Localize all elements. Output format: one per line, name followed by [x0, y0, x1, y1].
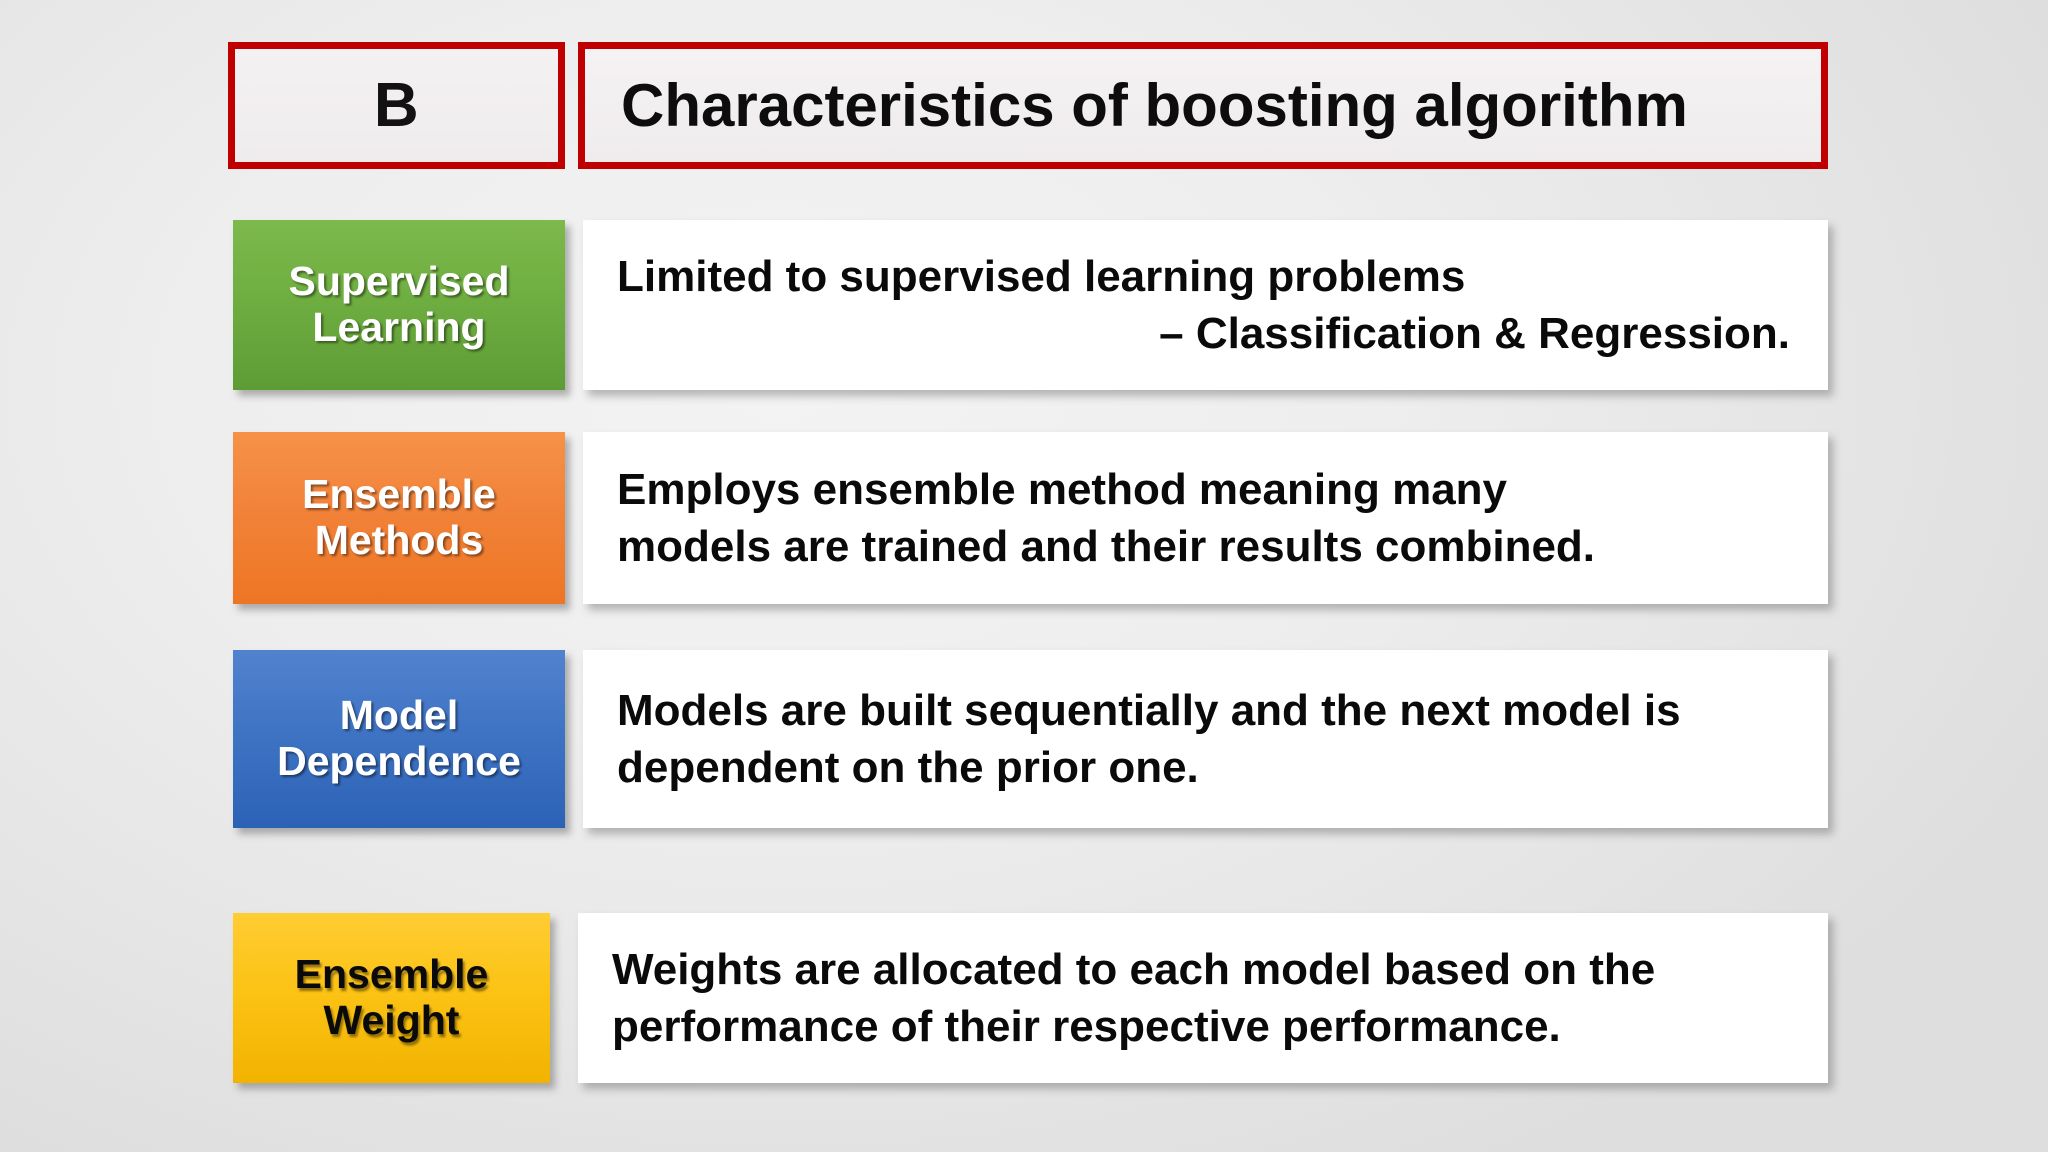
characteristic-description-model-dependence: Models are built sequentially and the ne…: [583, 650, 1828, 828]
label-line: Ensemble: [294, 951, 489, 998]
label-line: Dependence: [277, 738, 521, 784]
label-line: Weight: [323, 997, 460, 1043]
characteristic-label-ensemble-methods: Ensemble Methods: [233, 432, 565, 604]
section-letter: B: [373, 70, 420, 140]
description-line: dependent on the prior one.: [617, 743, 1199, 792]
characteristic-description-supervised-learning: Limited to supervised learning problems …: [583, 220, 1828, 390]
description-line: Limited to supervised learning problems: [617, 251, 1466, 301]
page-title: Characteristics of boosting algorithm: [621, 72, 1688, 139]
description-line: performance of their respective performa…: [612, 1002, 1561, 1051]
slide-title-box: Characteristics of boosting algorithm: [578, 42, 1828, 169]
label-line: Supervised: [288, 258, 510, 305]
characteristic-label-model-dependence: Model Dependence: [233, 650, 565, 828]
description-line: Employs ensemble method meaning many: [617, 464, 1508, 514]
characteristic-description-ensemble-methods: Employs ensemble method meaning many mod…: [583, 432, 1828, 604]
description-line: Models are built sequentially and the ne…: [617, 685, 1681, 735]
label-line: Ensemble: [302, 471, 496, 518]
description-line: Weights are allocated to each model base…: [612, 944, 1656, 994]
characteristic-label-supervised-learning: Supervised Learning: [233, 220, 565, 390]
label-line: Model: [339, 692, 459, 739]
description-line: – Classification & Regression.: [1159, 309, 1790, 358]
characteristic-label-ensemble-weight: Ensemble Weight: [233, 913, 550, 1083]
label-line: Methods: [314, 517, 484, 563]
section-letter-box: B: [228, 42, 565, 169]
characteristic-description-ensemble-weight: Weights are allocated to each model base…: [578, 913, 1828, 1083]
label-line: Learning: [312, 304, 486, 350]
description-line: models are trained and their results com…: [617, 522, 1596, 571]
header: B Characteristics of boosting algorithm: [228, 42, 1828, 169]
